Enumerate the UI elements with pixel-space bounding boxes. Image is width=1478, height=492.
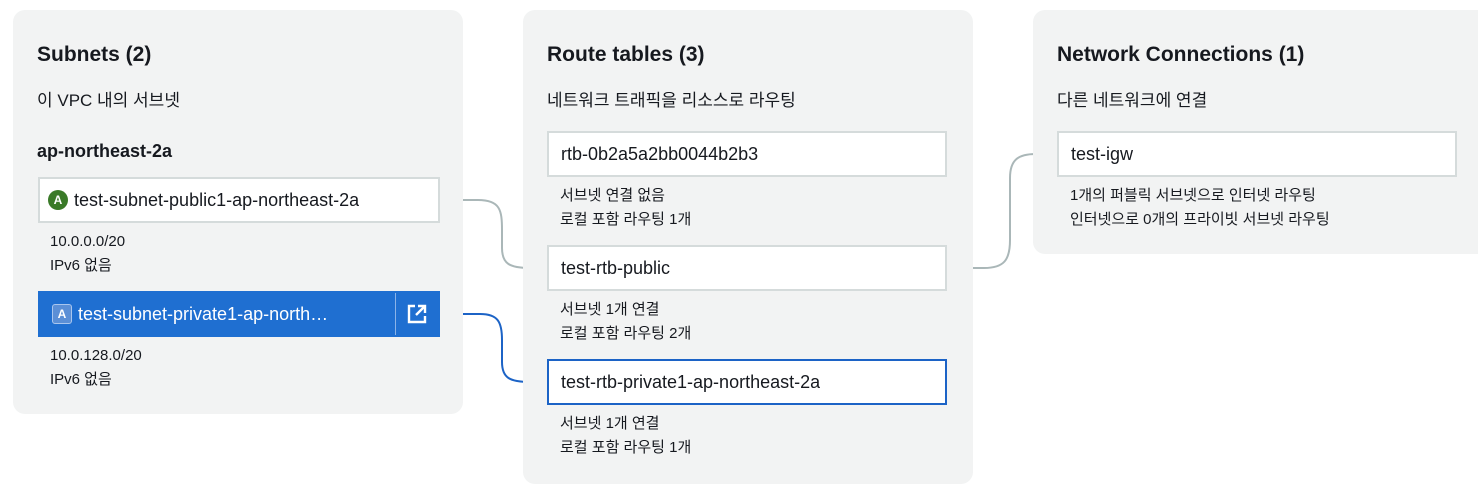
subnet-node-private1[interactable]: A test-subnet-private1-ap-north… [38,291,440,337]
availability-zone-badge-icon: A [48,190,68,210]
internet-gateway-name: test-igw [1071,143,1134,164]
subnets-subtitle: 이 VPC 내의 서브넷 [37,91,180,110]
route-table-routes: 로컬 포함 라우팅 2개 [560,325,692,342]
route-table-routes: 로컬 포함 라우팅 1개 [560,211,692,228]
route-tables-title: Route tables (3) [547,43,705,66]
route-table-name: test-rtb-private1-ap-northeast-2a [561,371,821,392]
subnet-name: test-subnet-public1-ap-northeast-2a [74,189,360,210]
subnet-node-public1[interactable]: A test-subnet-public1-ap-northeast-2a [38,177,440,223]
internet-gateway-private-routing: 인터넷으로 0개의 프라이빗 서브넷 라우팅 [1070,211,1330,228]
subnet-cidr: 10.0.0.0/20 [50,233,126,250]
route-tables-subtitle: 네트워크 트래픽을 리소스로 라우팅 [547,91,796,110]
network-connections-subtitle: 다른 네트워크에 연결 [1057,91,1208,110]
route-table-associations: 서브넷 연결 없음 [560,187,665,204]
route-table-name: rtb-0b2a5a2bb0044b2b3 [561,143,759,164]
internet-gateway-node[interactable]: test-igw [1057,131,1457,177]
subnet-name: test-subnet-private1-ap-north… [78,303,329,324]
subnet-ipv6: IPv6 없음 [50,257,112,274]
route-table-name: test-rtb-public [561,257,671,278]
availability-zone-badge-icon: A [52,304,72,324]
route-table-associations: 서브넷 1개 연결 [560,415,660,432]
subnet-cidr: 10.0.128.0/20 [50,347,142,364]
route-table-node-public[interactable]: test-rtb-public [547,245,947,291]
subnet-ipv6: IPv6 없음 [50,371,112,388]
external-link-icon[interactable] [395,293,438,335]
route-table-node-private1[interactable]: test-rtb-private1-ap-northeast-2a [547,359,947,405]
subnets-title: Subnets (2) [37,43,152,66]
network-connections-title: Network Connections (1) [1057,43,1305,66]
route-table-routes: 로컬 포함 라우팅 1개 [560,439,692,456]
internet-gateway-public-routing: 1개의 퍼블릭 서브넷으로 인터넷 라우팅 [1070,187,1316,204]
route-table-associations: 서브넷 1개 연결 [560,301,660,318]
route-table-node-main[interactable]: rtb-0b2a5a2bb0044b2b3 [547,131,947,177]
availability-zone-label: ap-northeast-2a [37,141,173,161]
